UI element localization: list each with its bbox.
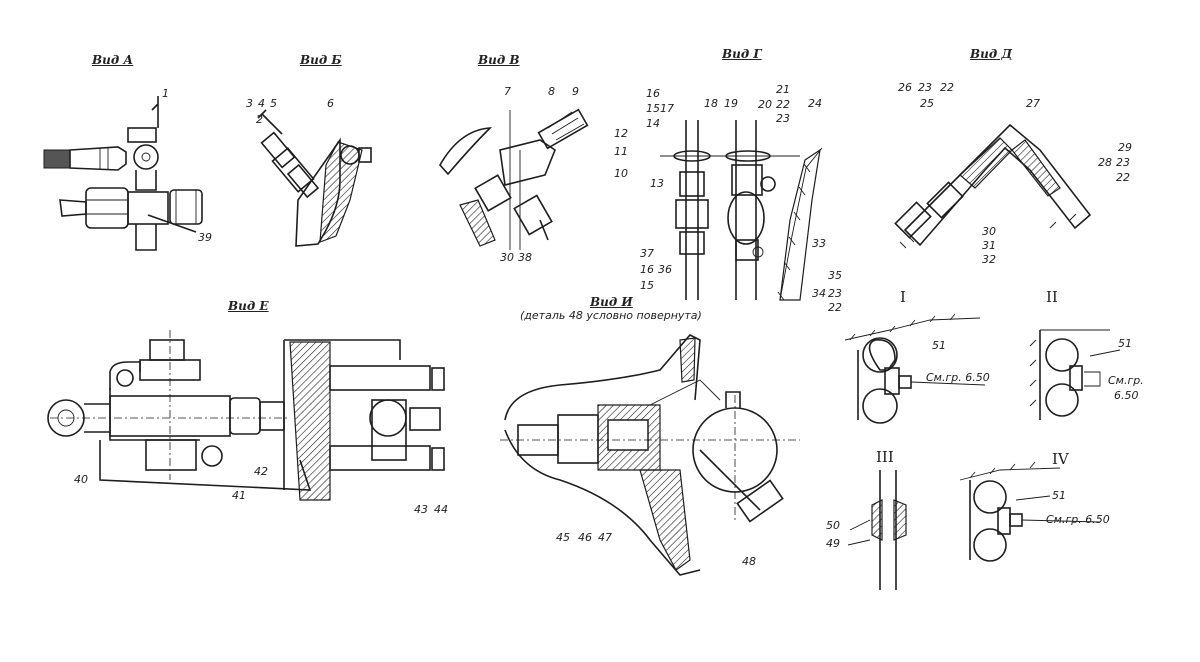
callout: 15 <box>646 102 660 115</box>
group-reference: 6.50 <box>1114 389 1139 402</box>
callout: 11 <box>614 145 628 158</box>
callout: 45 <box>556 531 570 544</box>
view-b-drawing <box>257 109 372 247</box>
callout: 29 <box>1118 141 1132 154</box>
view-d-title: Вид Д <box>970 47 1013 61</box>
callout: 27 <box>1026 97 1040 110</box>
callout: 22 <box>776 98 790 111</box>
callout: 51 <box>1052 489 1066 502</box>
section-3-mark: III <box>876 448 894 466</box>
callout: 19 <box>724 97 738 110</box>
section-4-mark: IV <box>1052 450 1069 468</box>
callout: 4 <box>258 97 265 110</box>
callout: 7 <box>504 85 511 98</box>
callout: 30 <box>982 225 996 238</box>
callout: 46 <box>578 531 592 544</box>
callout: 28 <box>1098 156 1112 169</box>
callout: 25 <box>920 97 934 110</box>
callout: 36 <box>658 263 672 276</box>
callout: 18 <box>704 97 718 110</box>
group-reference: См.гр. 6.50 <box>926 371 990 384</box>
callout: 33 <box>812 237 826 250</box>
section-1-drawing <box>844 313 986 424</box>
callout: 23 <box>776 112 790 125</box>
callout: 8 <box>548 85 555 98</box>
callout: 16 <box>646 87 660 100</box>
callout: 23 <box>918 81 932 94</box>
group-reference: См.гр. 6.50 <box>1046 513 1110 526</box>
callout: 34 <box>812 287 826 300</box>
callout: 51 <box>1118 337 1132 350</box>
section-4-drawing <box>959 461 1101 562</box>
view-d-drawing <box>894 123 1092 249</box>
view-e-title: Вид Е <box>228 299 269 313</box>
callout: 47 <box>598 531 612 544</box>
callout: 37 <box>640 247 654 260</box>
view-e-drawing <box>47 330 445 501</box>
callout: 15 <box>640 279 654 292</box>
callout: 44 <box>434 503 448 516</box>
callout: 31 <box>982 239 996 252</box>
view-i-title: Вид И <box>590 295 633 309</box>
callout: 1 <box>162 87 169 100</box>
callout: 6 <box>327 97 334 110</box>
callout: 41 <box>232 489 246 502</box>
callout: 40 <box>74 473 88 486</box>
view-v-drawing <box>439 108 589 250</box>
callout: 10 <box>614 167 628 180</box>
view-g-drawing <box>660 120 823 301</box>
section-3-drawing <box>847 470 907 590</box>
callout: 42 <box>254 465 268 478</box>
callout: 30 <box>500 251 514 264</box>
callout: 20 <box>758 98 772 111</box>
callout: 9 <box>572 85 579 98</box>
group-reference: См.гр. <box>1108 374 1144 387</box>
callout: 17 <box>660 102 674 115</box>
view-i-drawing <box>500 334 800 576</box>
callout: 5 <box>270 97 277 110</box>
callout: 16 <box>640 263 654 276</box>
callout: 22 <box>1116 171 1130 184</box>
callout: 38 <box>518 251 532 264</box>
callout: 32 <box>982 253 996 266</box>
callout: 21 <box>776 83 790 96</box>
view-i-subtitle: (деталь 48 условно повернута) <box>520 309 702 322</box>
callout: 23 <box>1116 156 1130 169</box>
callout: 50 <box>826 519 840 532</box>
callout: 23 <box>828 287 842 300</box>
callout: 2 <box>256 113 263 126</box>
callout: 12 <box>614 127 628 140</box>
callout: 22 <box>940 81 954 94</box>
callout: 26 <box>898 81 912 94</box>
view-a-drawing <box>43 96 203 251</box>
view-b-title: Вид Б <box>300 53 342 67</box>
callout: 3 <box>246 97 253 110</box>
callout: 14 <box>646 117 660 130</box>
callout: 24 <box>808 97 822 110</box>
callout: 48 <box>742 555 756 568</box>
section-1-mark: I <box>900 288 906 306</box>
view-g-title: Вид Г <box>722 47 762 61</box>
callout: 22 <box>828 301 842 314</box>
view-a-title: Вид А <box>92 53 134 67</box>
view-v-title: Вид В <box>478 53 520 67</box>
callout: 43 <box>414 503 428 516</box>
callout: 51 <box>932 339 946 352</box>
section-2-drawing <box>1029 329 1121 420</box>
section-2-mark: II <box>1046 288 1058 306</box>
callout: 35 <box>828 269 842 282</box>
callout: 13 <box>650 177 664 190</box>
callout: 49 <box>826 537 840 550</box>
callout: 39 <box>198 231 212 244</box>
